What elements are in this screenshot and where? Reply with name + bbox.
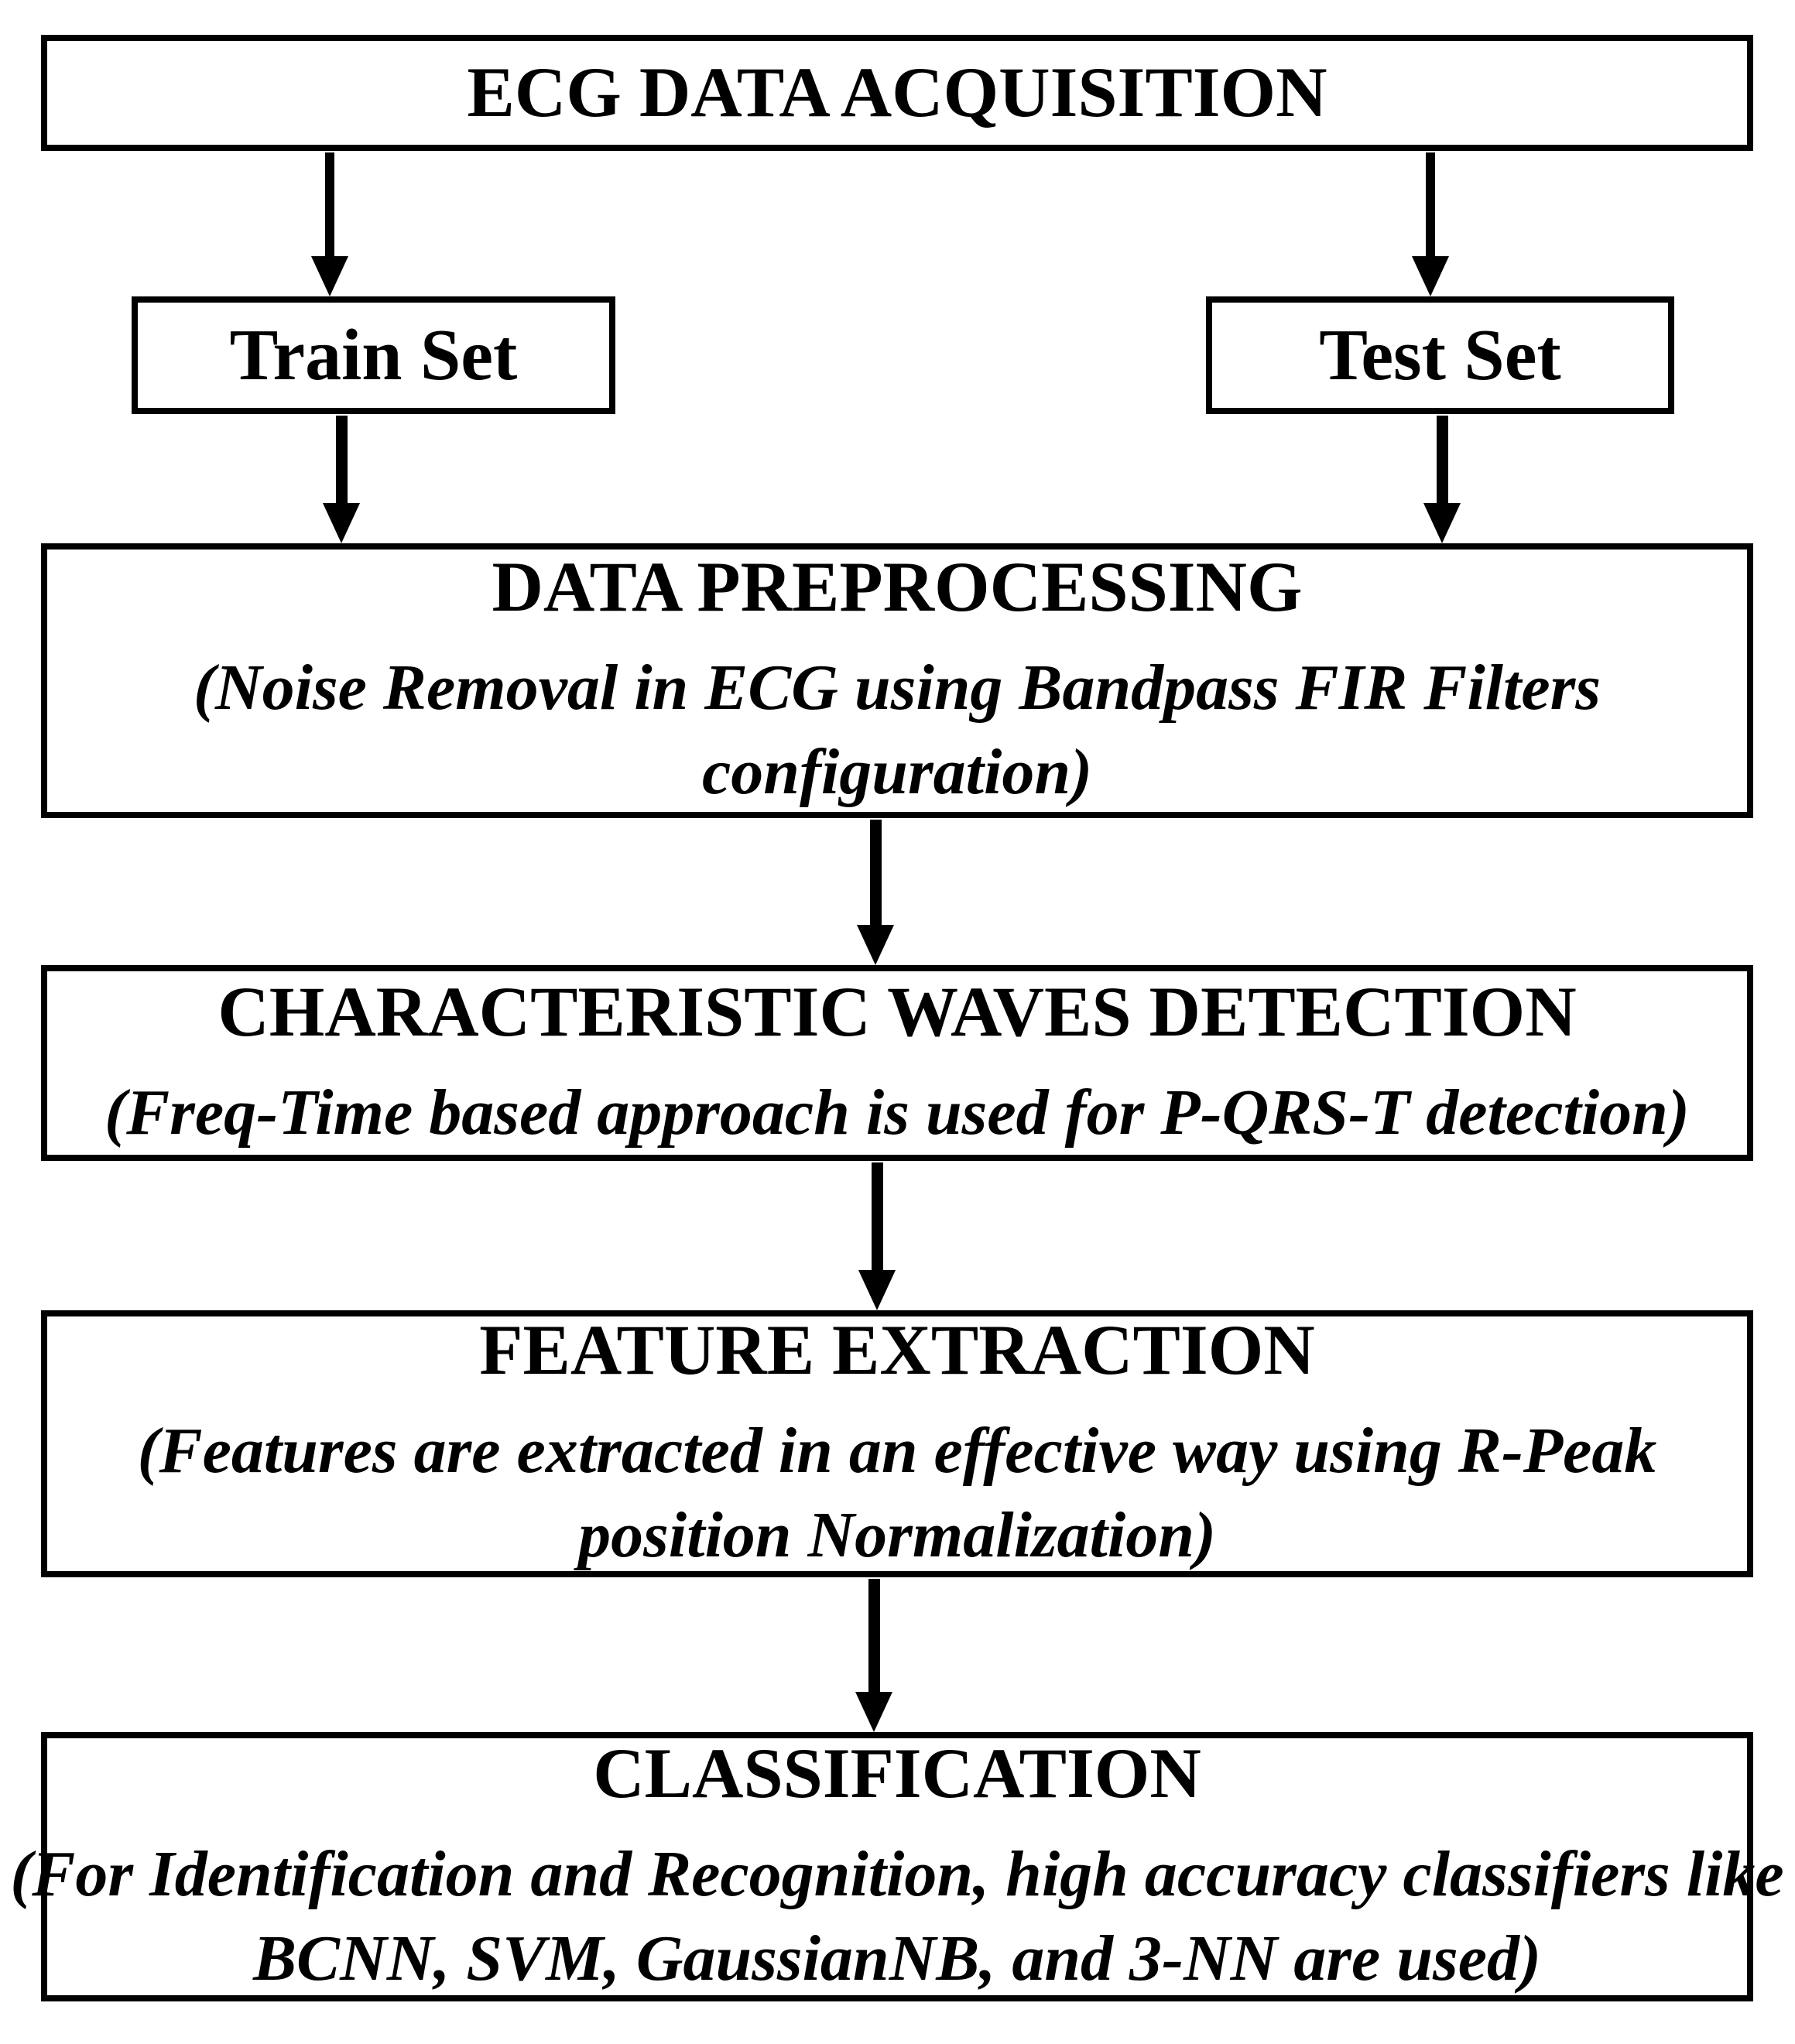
node-characteristic-waves-detection-subline-1: (Freq-Time based approach is used for P-…: [104, 1076, 1690, 1149]
node-feature-extraction: FEATURE EXTRACTION (Features are extract…: [41, 1310, 1753, 1577]
arrow-head: [855, 1692, 892, 1732]
arrow-shaft: [868, 1579, 880, 1692]
node-data-preprocessing-subline-2: configuration): [701, 736, 1093, 809]
node-classification-subline-2: BCNN, SVM, GaussianNB, and 3-NN are used…: [253, 1922, 1541, 1994]
arrow-shaft: [335, 416, 348, 503]
arrow-shaft: [869, 820, 882, 925]
node-train-set: Train Set: [132, 296, 615, 414]
arrow-shaft: [1426, 152, 1435, 256]
arrow-acquisition-to-test: [1412, 152, 1449, 296]
arrow-head: [311, 256, 348, 296]
arrow-shaft: [325, 152, 334, 256]
arrow-preprocessing-to-waves: [857, 820, 894, 965]
node-classification: CLASSIFICATION (For Identification and R…: [10, 1732, 1784, 2001]
arrow-head: [858, 1270, 896, 1310]
arrow-head: [1412, 256, 1449, 296]
node-classification-subline-1: (For Identification and Recognition, hig…: [10, 1837, 1784, 1910]
arrow-shaft: [871, 1162, 883, 1270]
arrow-shaft: [1436, 416, 1448, 503]
arrow-train-to-preprocessing: [323, 416, 360, 543]
arrow-test-to-preprocessing: [1423, 416, 1461, 543]
arrow-head: [323, 503, 360, 543]
node-ecg-data-acquisition: ECG DATA ACQUISITION: [41, 35, 1753, 151]
node-data-preprocessing-label: DATA PREPROCESSING: [492, 547, 1303, 627]
arrow-acquisition-to-train: [311, 152, 348, 296]
node-test-set-label: Test Set: [1319, 314, 1561, 395]
arrow-features-to-classification: [855, 1579, 892, 1732]
arrow-waves-to-features: [858, 1162, 896, 1310]
node-classification-label: CLASSIFICATION: [593, 1733, 1201, 1813]
node-characteristic-waves-detection-label: CHARACTERISTIC WAVES DETECTION: [218, 972, 1577, 1052]
node-train-set-label: Train Set: [229, 314, 518, 395]
node-feature-extraction-label: FEATURE EXTRACTION: [479, 1310, 1315, 1390]
node-data-preprocessing-subline-1: (Noise Removal in ECG using Bandpass FIR…: [193, 652, 1601, 724]
node-feature-extraction-subline-1: (Features are extracted in an effective …: [137, 1415, 1657, 1488]
node-characteristic-waves-detection: CHARACTERISTIC WAVES DETECTION (Freq-Tim…: [41, 965, 1753, 1161]
arrow-head: [1423, 503, 1461, 543]
arrow-head: [857, 925, 894, 965]
node-test-set: Test Set: [1206, 296, 1674, 414]
node-data-preprocessing: DATA PREPROCESSING (Noise Removal in ECG…: [41, 543, 1753, 818]
node-feature-extraction-subline-2: position Normalization): [578, 1499, 1216, 1572]
node-ecg-data-acquisition-label: ECG DATA ACQUISITION: [467, 53, 1327, 132]
